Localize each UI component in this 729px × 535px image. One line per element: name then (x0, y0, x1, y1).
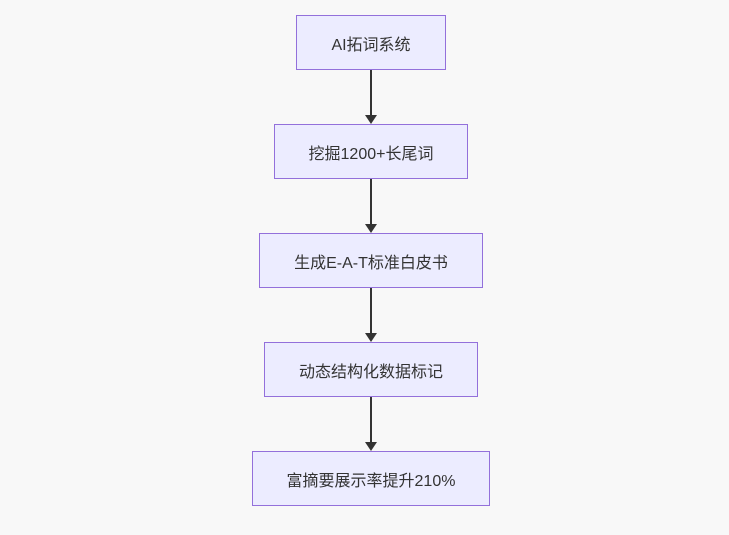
flow-node-step-5: 富摘要展示率提升210% (251, 451, 491, 506)
flow-edge-1-2 (365, 70, 377, 124)
flow-node-step-3: 生成E-A-T标准白皮书 (259, 233, 483, 288)
edge-line (370, 288, 372, 333)
flow-node-step-1: AI拓词系统 (296, 15, 446, 70)
edge-line (370, 70, 372, 115)
flow-node-step-4: 动态结构化数据标记 (263, 342, 478, 397)
flow-node-label: 生成E-A-T标准白皮书 (294, 254, 448, 272)
flow-node-label: 挖掘1200+长尾词 (308, 145, 434, 163)
arrow-down-icon (365, 442, 377, 451)
edge-line (370, 179, 372, 224)
flow-node-step-2: 挖掘1200+长尾词 (273, 124, 469, 179)
arrow-down-icon (365, 224, 377, 233)
flow-node-label: AI拓词系统 (331, 36, 411, 54)
arrow-down-icon (365, 115, 377, 124)
flow-edge-2-3 (365, 179, 377, 233)
edge-line (370, 397, 372, 442)
flow-edge-4-5 (365, 397, 377, 451)
arrow-down-icon (365, 333, 377, 342)
flow-node-label: 富摘要展示率提升210% (286, 472, 456, 490)
flow-edge-3-4 (365, 288, 377, 342)
flow-node-label: 动态结构化数据标记 (298, 363, 443, 381)
